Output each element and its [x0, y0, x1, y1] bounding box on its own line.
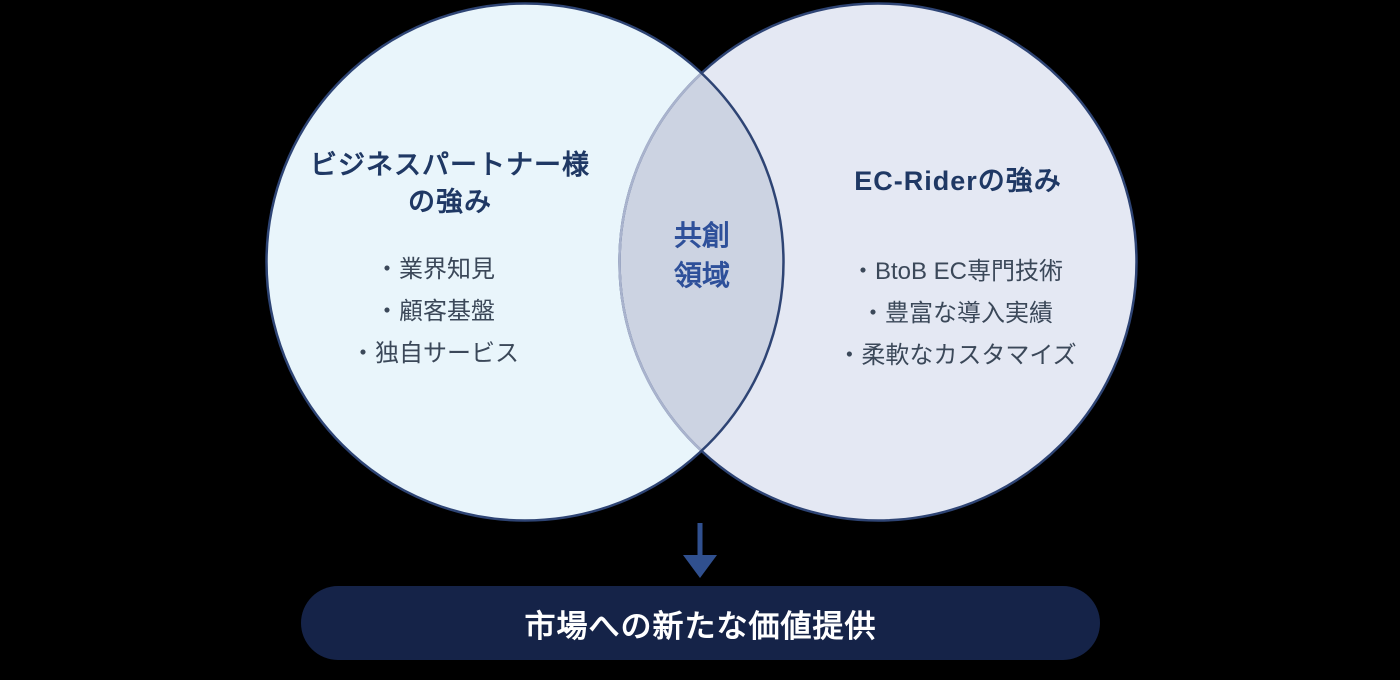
left-circle-bullet-list: ・業界知見 ・顧客基盤 ・独自サービス: [285, 249, 585, 375]
bullet-item: ・業界知見: [375, 256, 495, 283]
left-circle-border: [265, 2, 785, 522]
venn-circles: [265, 2, 1138, 522]
result-banner: 市場への新たな価値提供: [301, 586, 1100, 660]
right-circle-border-in-overlap: [618, 3, 784, 521]
right-circle-title: EC-Riderの強み: [854, 166, 1062, 196]
overlap-label: 共創 領域: [673, 220, 730, 291]
left-circle-title: ビジネスパートナー様 の強み: [310, 150, 590, 217]
result-banner-label: 市場への新たな価値提供: [524, 608, 877, 644]
bullet-item: ・豊富な導入実績: [861, 300, 1053, 327]
bullet-item: ・柔軟なカスタマイズ: [837, 342, 1077, 369]
bullet-item: ・独自サービス: [351, 340, 519, 367]
bullet-item: ・顧客基盤: [375, 298, 495, 325]
bullet-item: ・BtoB EC専門技術: [850, 258, 1064, 285]
down-arrow-icon: [683, 523, 717, 578]
right-circle-bullet-list: ・BtoB EC専門技術 ・豊富な導入実績 ・柔軟なカスタマイズ: [807, 251, 1107, 377]
